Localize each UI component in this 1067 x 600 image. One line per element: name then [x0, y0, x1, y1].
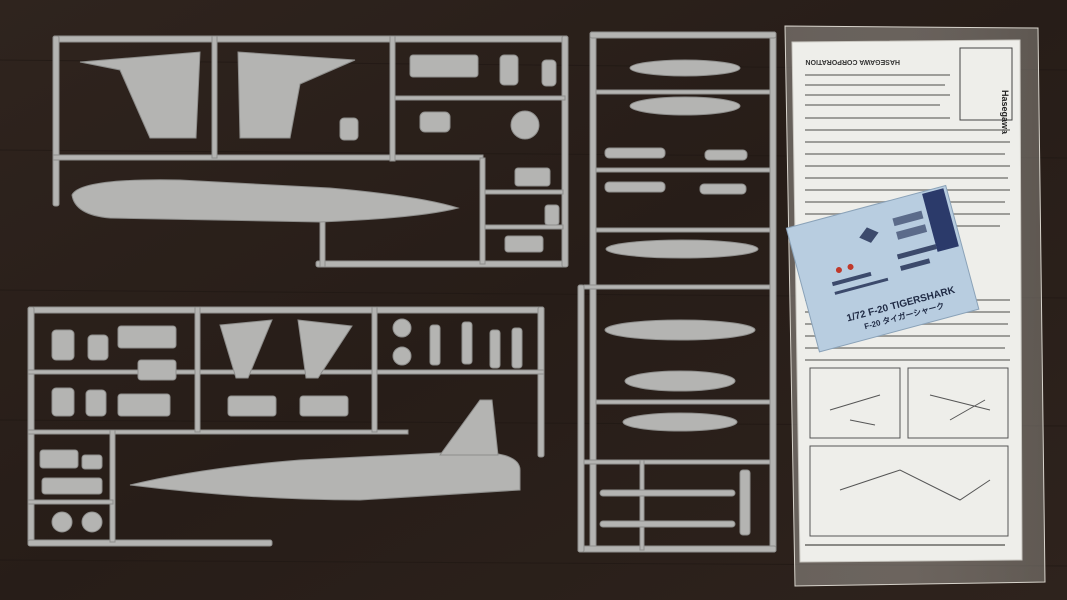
- instruction-diagram-2: [907, 367, 1009, 439]
- fuselage-lower: [129, 451, 521, 501]
- wing-left: [79, 51, 201, 139]
- decal-sheet: 1/72 F-20 TIGERSHARK F-20 タイガーシャーク: [785, 184, 980, 353]
- instruction-diagram-3: [809, 445, 1009, 537]
- intake-ring: [510, 110, 540, 140]
- sprue-c: [577, 31, 777, 553]
- instruction-company: HASEGAWA CORPORATION: [805, 58, 900, 65]
- sprue-a: [52, 35, 569, 268]
- cockpit-tub: [409, 54, 479, 78]
- fuel-tank-6: [622, 412, 738, 432]
- missile-1: [599, 489, 736, 497]
- instruction-header-box: [959, 47, 1013, 121]
- decal-markings: [831, 210, 937, 295]
- fuel-tank-2: [629, 96, 741, 116]
- tailplane-right: [297, 319, 353, 379]
- wheel-1: [392, 318, 412, 338]
- fuselage-upper: [71, 179, 460, 223]
- fuel-tank-5: [624, 370, 736, 392]
- vertical-fin: [439, 399, 499, 456]
- missile-2: [599, 520, 736, 528]
- instruction-diagram-1: [809, 367, 901, 439]
- wing-right: [237, 51, 356, 139]
- bagged-instructions: Hasegawa HASEGAWA CORPORATION: [784, 25, 1046, 587]
- fuel-tank-1: [629, 59, 741, 77]
- decal-brand-tab: [922, 188, 959, 252]
- instruction-brand: Hasegawa: [1000, 90, 1010, 135]
- fuel-tank-3: [605, 239, 759, 259]
- wheel-2: [392, 346, 412, 366]
- tailplane-left: [219, 319, 273, 379]
- sprue-b: [27, 306, 545, 547]
- fuel-tank-4: [604, 319, 756, 341]
